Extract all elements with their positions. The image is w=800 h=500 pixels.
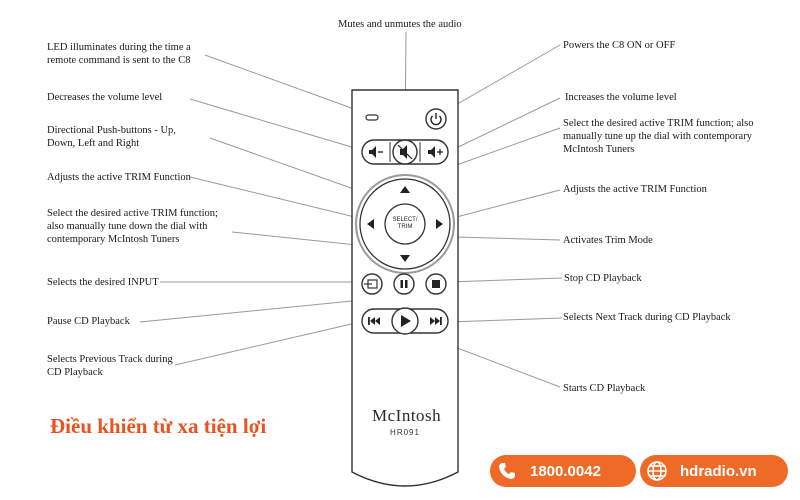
leader-next [447,317,563,323]
select-trim-line1: SELECT/ [392,217,418,223]
label-input: Selects the desired INPUT [47,277,159,288]
label-volume-up: Increases the volume level [565,92,677,103]
label-power: Powers the C8 ON or OFF [563,40,676,51]
label-stop: Stop CD Playback [564,273,642,284]
slogan: Điều khiển từ xa tiện lợi [50,414,267,438]
website-badge[interactable]: hdradio.vn [640,455,788,487]
label-trim-select-up: Select the desired active TRIM function;… [563,118,754,155]
model-number: HR091 [390,428,420,437]
nav-up-arrow-icon[interactable] [400,186,410,193]
website-url: hdradio.vn [680,462,757,480]
select-trim-line2: TRIM [397,224,413,230]
stop-button[interactable] [425,273,447,295]
label-led: LED illuminates during the time a remote… [47,42,191,66]
leader-lines [139,31,563,388]
leader-stop [447,277,563,283]
label-trim-adjust-right: Adjusts the active TRIM Function [563,184,707,195]
power-icon [430,113,442,126]
nav-down-arrow-icon[interactable] [400,255,410,262]
leader-prev [174,321,361,366]
nav-right-arrow-icon[interactable] [436,219,443,229]
play-icon [401,315,411,327]
power-button[interactable] [425,108,447,130]
input-icon [364,279,378,289]
mute-button[interactable] [392,139,418,165]
next-track-icon [430,317,442,325]
input-button[interactable] [361,273,383,295]
next-track-button[interactable] [430,317,442,325]
leader-power [439,44,561,115]
label-prev: Selects Previous Track during CD Playbac… [47,354,173,378]
previous-track-button[interactable] [368,317,380,325]
leader-vol-down [189,98,366,152]
leader-pause [139,296,393,323]
pause-icon [400,280,408,288]
play-button[interactable] [391,307,419,335]
stop-icon [432,280,440,288]
leader-directional [209,137,369,195]
nav-left-arrow-icon[interactable] [367,219,374,229]
globe-icon [644,458,670,484]
label-pause: Pause CD Playback [47,316,130,327]
leader-trim-left [189,176,364,220]
select-trim-button[interactable]: SELECT/ TRIM [385,217,425,231]
leader-vol-up [447,97,561,153]
volume-down-button[interactable] [369,146,383,158]
phone-icon [494,458,520,484]
label-trim-adjust-left: Adjusts the active TRIM Function [47,172,191,183]
label-volume-down: Decreases the volume level [47,92,163,103]
nav-ring [355,174,455,274]
phone-badge[interactable]: 1800.0042 [490,455,636,487]
speaker-minus-icon [369,146,383,158]
speaker-plus-icon [428,146,443,158]
previous-track-icon [368,317,380,325]
label-directional: Directional Push-buttons - Up, Down, Lef… [47,125,176,149]
label-next: Selects Next Track during CD Playback [563,312,731,323]
phone-number: 1800.0042 [530,462,601,480]
label-activates-trim: Activates Trim Mode [563,235,653,246]
volume-up-button[interactable] [428,146,443,158]
pause-button[interactable] [393,273,415,295]
mute-icon [397,144,413,160]
leader-trim-right [440,189,561,222]
led-indicator [365,114,379,121]
leader-led [204,54,369,115]
label-mute: Mutes and unmutes the audio [338,19,462,30]
label-trim-select-down: Select the desired active TRIM function;… [47,208,218,245]
label-play: Starts CD Playback [563,383,646,394]
brand-logo: McIntosh [372,406,442,425]
